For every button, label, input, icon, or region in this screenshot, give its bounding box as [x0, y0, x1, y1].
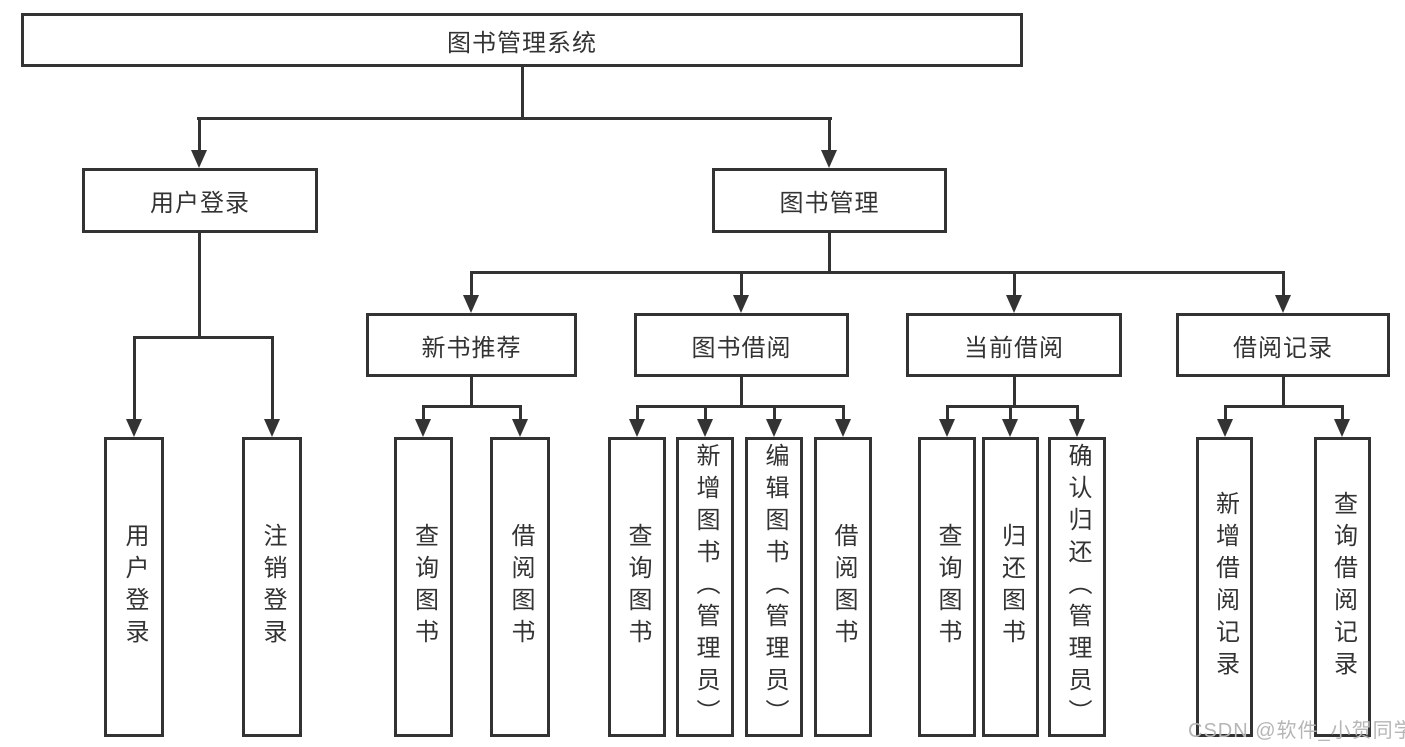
connector-line — [740, 377, 743, 408]
node-root: 图书管理系统 — [21, 13, 1023, 67]
connector-line — [828, 233, 831, 273]
arrowhead — [463, 295, 479, 313]
arrowhead — [733, 295, 749, 313]
node-book-borrowing: 图书借阅 — [634, 313, 849, 377]
arrowhead — [126, 419, 142, 437]
leaf-query-borrow-record: 查询借阅记录 — [1314, 437, 1371, 737]
connector-line — [198, 117, 201, 152]
leaf-label: 确认归还（管理员） — [1064, 443, 1091, 731]
arrowhead — [1334, 419, 1350, 437]
arrowhead — [629, 419, 645, 437]
leaf-return-books: 归还图书 — [982, 437, 1039, 737]
node-borrowing-records: 借阅记录 — [1176, 313, 1390, 377]
watermark: CSDN @软件_小贺同学 — [1188, 720, 1405, 742]
arrowhead — [264, 419, 280, 437]
connector-line — [828, 117, 831, 152]
connector-line — [1282, 377, 1285, 408]
arrowhead — [697, 419, 713, 437]
connector-line — [740, 271, 743, 297]
connector-line — [1013, 271, 1016, 297]
leaf-label: 借阅图书 — [830, 523, 857, 651]
arrowhead — [1002, 419, 1018, 437]
leaf-label: 编辑图书（管理员） — [761, 443, 788, 731]
node-new-book-recommend: 新书推荐 — [366, 313, 577, 377]
leaf-label: 归还图书 — [997, 523, 1025, 651]
leaf-query-books-borrow: 查询图书 — [608, 437, 666, 737]
node-book-management: 图书管理 — [712, 168, 947, 233]
leaf-add-borrow-record: 新增借阅记录 — [1196, 437, 1253, 737]
connector-line — [946, 405, 949, 421]
leaf-label: 查询图书 — [410, 523, 438, 651]
arrowhead — [191, 150, 207, 168]
leaf-borrow-books-recommend: 借阅图书 — [490, 437, 550, 737]
connector-line — [773, 405, 776, 421]
node-current-borrowing-label: 当前借阅 — [964, 334, 1064, 362]
connector-line — [1341, 405, 1344, 421]
connector-line — [198, 233, 201, 338]
connector-line — [704, 405, 707, 421]
connector-line — [1013, 377, 1016, 408]
arrowhead — [939, 419, 955, 437]
connector-line — [842, 405, 845, 421]
connector-line — [133, 336, 136, 421]
leaf-query-books-recommend: 查询图书 — [394, 437, 453, 737]
leaf-label: 查询图书 — [934, 523, 961, 651]
connector-level3-bar — [470, 271, 1284, 274]
connector-line — [519, 405, 522, 421]
connector-bar — [1224, 405, 1344, 408]
connector-line — [271, 336, 274, 421]
arrowhead — [415, 419, 431, 437]
connector-bar — [133, 336, 274, 339]
leaf-logout: 注销登录 — [242, 437, 302, 737]
connector-bar — [422, 405, 522, 408]
connector-line — [1282, 271, 1285, 297]
leaf-confirm-return-admin: 确认归还（管理员） — [1048, 437, 1106, 737]
node-book-borrowing-label: 图书借阅 — [691, 334, 792, 362]
leaf-label: 用户登录 — [121, 523, 148, 651]
leaf-edit-books-admin: 编辑图书（管理员） — [745, 437, 803, 737]
node-current-borrowing: 当前借阅 — [906, 313, 1122, 377]
leaf-borrow-books: 借阅图书 — [814, 437, 872, 737]
leaf-user-login: 用户登录 — [104, 437, 164, 737]
node-borrowing-records-label: 借阅记录 — [1233, 334, 1333, 362]
arrowhead — [1069, 419, 1085, 437]
arrowhead — [1275, 295, 1291, 313]
leaf-add-books-admin: 新增图书（管理员） — [676, 437, 734, 737]
leaf-query-books-current: 查询图书 — [918, 437, 976, 737]
arrowhead — [835, 419, 851, 437]
leaf-label: 新增图书（管理员） — [692, 443, 719, 731]
connector-line — [1009, 405, 1012, 421]
leaf-label: 新增借阅记录 — [1211, 491, 1239, 683]
leaf-label: 查询借阅记录 — [1329, 491, 1357, 683]
leaf-label: 借阅图书 — [507, 523, 534, 651]
arrowhead — [821, 150, 837, 168]
arrowhead — [1006, 295, 1022, 313]
connector-root-stem — [521, 67, 524, 118]
node-root-label: 图书管理系统 — [447, 29, 597, 57]
connector-line — [1076, 405, 1079, 421]
leaf-label: 注销登录 — [259, 523, 286, 651]
node-book-management-label: 图书管理 — [779, 190, 880, 217]
connector-line — [470, 377, 473, 408]
connector-level2-bar — [197, 117, 832, 120]
node-user-login: 用户登录 — [82, 168, 318, 233]
arrowhead — [1217, 419, 1233, 437]
node-user-login-label: 用户登录 — [150, 190, 250, 217]
connector-line — [1224, 405, 1227, 421]
connector-bar — [636, 405, 845, 408]
arrowhead — [766, 419, 782, 437]
arrowhead — [512, 419, 528, 437]
leaf-label: 查询图书 — [624, 523, 651, 651]
connector-bar — [946, 405, 1079, 408]
node-new-book-recommend-label: 新书推荐 — [421, 334, 522, 362]
connector-line — [636, 405, 639, 421]
connector-line — [422, 405, 425, 421]
connector-line — [470, 271, 473, 297]
